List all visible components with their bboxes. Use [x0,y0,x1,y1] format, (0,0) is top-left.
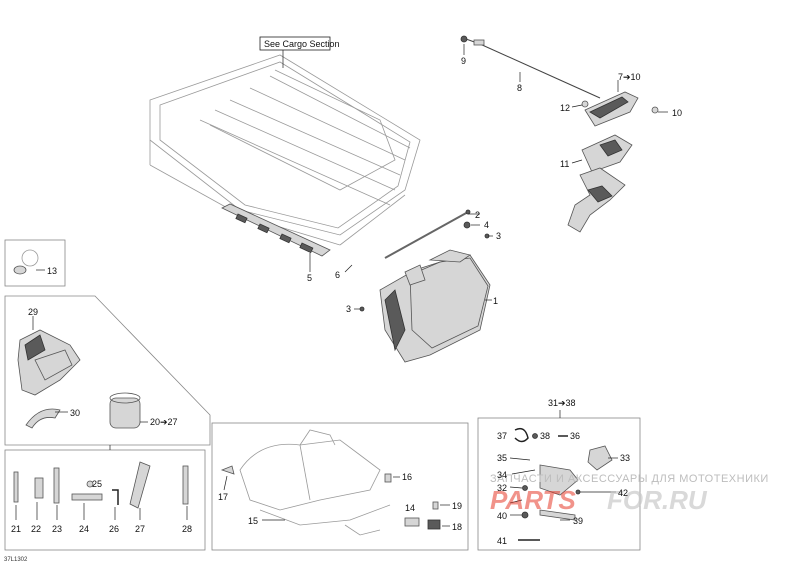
label-39: 39 [573,516,583,526]
label-9: 9 [461,56,466,66]
see-cargo-section-label: See Cargo Section [264,39,340,49]
label-37: 37 [497,431,507,441]
watermark-brand-b: FOR.RU [607,485,708,515]
hitch-parts [509,427,613,541]
part-labels: 1 2 3 3 4 5 6 7➔10 8 9 10 11 12 13 14 15… [11,56,682,546]
label-36: 36 [570,431,580,441]
label-21: 21 [11,524,21,534]
label-26: 26 [109,524,119,534]
label-20-27: 20➔27 [150,417,178,427]
label-7-10: 7➔10 [618,72,641,82]
label-13: 13 [47,266,57,276]
label-40: 40 [497,511,507,521]
part-1-rear-panel [379,249,491,363]
label-5: 5 [307,273,312,283]
label-22: 22 [31,524,41,534]
label-31-38: 31➔38 [548,398,576,408]
label-29: 29 [28,307,38,317]
part-12-grommet [581,100,589,108]
label-17: 17 [218,492,228,502]
label-35: 35 [497,453,507,463]
snowmobile-outline [239,429,391,536]
watermark: ЗАПЧАСТИ И АКСЕССУАРЫ ДЛЯ МОТОТЕХНИКИ PA… [490,473,769,515]
label-12: 12 [560,103,570,113]
box-13 [4,239,66,287]
label-10: 10 [672,108,682,118]
part-10-bulb [651,106,659,114]
part-14-decal [404,517,420,527]
part-18-decal [427,519,441,530]
label-25: 25 [92,479,102,489]
label-33: 33 [620,453,630,463]
drawing-code: 37L1302 [4,557,28,563]
part-19-decal [432,501,439,510]
cargo-rack [149,54,421,246]
label-15: 15 [248,516,258,526]
label-19: 19 [452,501,462,511]
label-3a: 3 [496,231,501,241]
watermark-tagline: ЗАПЧАСТИ И АКСЕССУАРЫ ДЛЯ МОТОТЕХНИКИ [490,473,769,485]
box-29-30 [4,295,211,446]
part-30-strap [25,408,61,429]
label-11: 11 [560,159,569,169]
label-18: 18 [452,522,462,532]
label-2: 2 [475,210,480,220]
label-6: 6 [335,270,340,280]
label-42: 42 [618,488,628,498]
label-4: 4 [484,220,489,230]
label-28: 28 [182,524,192,534]
label-32: 32 [497,483,507,493]
see-cargo-box [259,36,331,51]
watermark-brand-a: PARTS [490,485,576,515]
label-8: 8 [517,83,522,93]
label-3b: 3 [346,304,351,314]
label-14: 14 [405,503,415,513]
label-27: 27 [135,524,145,534]
label-16: 16 [402,472,412,482]
box-decals [211,422,469,551]
part-17-decal [220,465,235,475]
taillight-harness [460,35,601,99]
part-5-rail [221,203,331,257]
tool-icons [13,461,189,509]
label-1: 1 [493,296,498,306]
label-24: 24 [79,524,89,534]
part-3-screw-b [359,306,365,312]
part-2-strap [384,209,471,259]
label-41: 41 [497,536,507,546]
label-38: 38 [540,431,550,441]
part-16-decal [384,473,392,483]
part-7-taillight [584,91,639,127]
label-34: 34 [497,470,507,480]
part-4-washer [463,221,471,229]
part-11-bracket [567,134,633,233]
label-23: 23 [52,524,62,534]
part-29-cover [17,329,81,396]
label-30: 30 [70,408,80,418]
part-13-reflector [13,249,39,275]
box-hitch [477,417,641,551]
part-20-tool-bag [109,392,141,429]
box-tool-kit [4,449,206,551]
